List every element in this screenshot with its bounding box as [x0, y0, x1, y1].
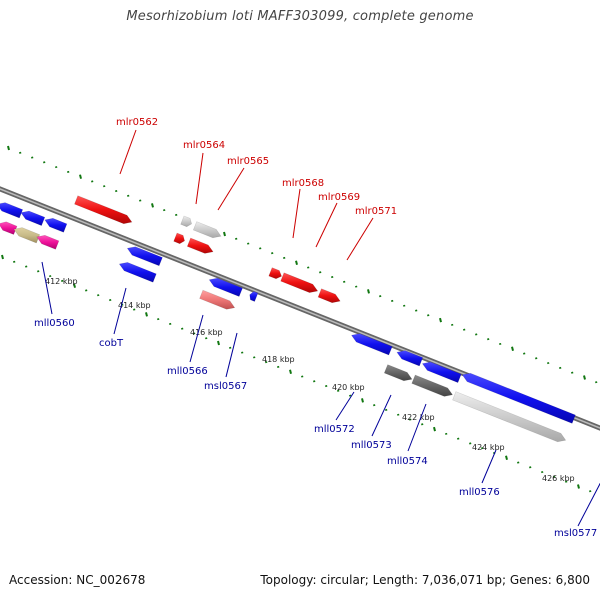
- gene-mlr0569[interactable]: [280, 272, 319, 293]
- gene-mlr0571[interactable]: [317, 288, 341, 304]
- gene-mll0574a[interactable]: [421, 361, 462, 383]
- gene-mll0574[interactable]: [411, 374, 454, 397]
- major-tick: [583, 375, 586, 380]
- gene-label-mll0574[interactable]: mll0574: [387, 456, 428, 467]
- major-tick: [439, 317, 442, 323]
- gene-glyphs-layer: [0, 195, 576, 443]
- scale-label-414: 414 kbp: [118, 301, 151, 310]
- gene-label-mlr0571[interactable]: mlr0571: [355, 206, 397, 217]
- gene-mll0573a[interactable]: [396, 350, 424, 367]
- gene-label-mll0560[interactable]: mll0560: [34, 318, 75, 329]
- gene-mlr0566f[interactable]: [186, 237, 214, 254]
- gene-label-msl0577[interactable]: msl0577: [554, 528, 597, 539]
- gene-mll0560o[interactable]: [13, 227, 41, 244]
- callout-mlr0562: [119, 129, 137, 175]
- callout-mlr0565: [217, 167, 245, 211]
- callout-mlr0571: [346, 217, 374, 261]
- gene-cobT-a[interactable]: [126, 246, 163, 267]
- callout-mlr0569: [315, 202, 338, 248]
- gene-mlr0568[interactable]: [268, 267, 282, 280]
- gene-mll0566[interactable]: [208, 277, 243, 297]
- gene-mll0560a[interactable]: [44, 217, 68, 233]
- scale-label-412: 412 kbp: [45, 277, 78, 286]
- callout-mll0573: [371, 394, 392, 437]
- callout-mll0576: [481, 449, 497, 484]
- major-tick: [1, 254, 4, 260]
- gene-mll0572[interactable]: [350, 333, 393, 356]
- callout-mll0560: [41, 261, 53, 315]
- gene-mll0576[interactable]: [461, 372, 576, 424]
- gene-mlr0565[interactable]: [192, 221, 222, 239]
- major-tick: [295, 260, 298, 265]
- major-tick: [289, 369, 292, 374]
- gene-mll0560m[interactable]: [36, 234, 60, 250]
- gene-mll0573[interactable]: [383, 364, 413, 382]
- gene-label-msl0567[interactable]: msl0567: [204, 381, 247, 392]
- gene-mll0559[interactable]: [20, 210, 46, 226]
- reverse-strand-tick-track: [1, 254, 592, 493]
- major-tick: [223, 231, 226, 237]
- gene-msl0567[interactable]: [199, 289, 236, 310]
- gene-label-mlr0565[interactable]: mlr0565: [227, 156, 269, 167]
- callout-msl0577: [577, 482, 600, 527]
- major-tick: [511, 346, 514, 352]
- gene-mlr0562[interactable]: [74, 195, 133, 225]
- accession-text: Accession: NC_002678: [9, 573, 146, 587]
- major-tick: [7, 145, 10, 151]
- major-tick: [505, 455, 508, 461]
- major-tick: [577, 484, 580, 489]
- major-tick: [433, 426, 436, 432]
- scale-label-416: 416 kbp: [190, 328, 223, 337]
- forward-gene-callouts: [119, 129, 374, 261]
- gene-mlr0564a[interactable]: [180, 215, 192, 228]
- scale-label-424: 424 kbp: [472, 443, 505, 452]
- gene-label-mlr0562[interactable]: mlr0562: [116, 117, 158, 128]
- topology-text: Topology: circular; Length: 7,036,071 bp…: [260, 573, 590, 587]
- gene-cobT[interactable]: [118, 262, 157, 283]
- gene-label-mll0566[interactable]: mll0566: [167, 366, 208, 377]
- callout-mll0572: [335, 391, 355, 421]
- scale-labels: 412 kbp 414 kbp 416 kbp 418 kbp 420 kbp …: [45, 277, 575, 483]
- callout-mlr0564: [195, 152, 204, 205]
- reverse-gene-labels: mll0560 cobT mll0566 msl0567 mll0572 mll…: [34, 318, 597, 539]
- gene-label-mlr0568[interactable]: mlr0568: [282, 178, 324, 189]
- callout-mlr0568: [292, 188, 301, 239]
- gene-label-mlr0569[interactable]: mlr0569: [318, 192, 360, 203]
- forward-gene-labels: mlr0562 mlr0564 mlr0565 mlr0568 mlr0569 …: [116, 117, 397, 217]
- major-tick: [145, 312, 148, 317]
- major-tick: [217, 340, 220, 346]
- major-tick: [79, 174, 82, 179]
- scale-label-422: 422 kbp: [402, 413, 435, 422]
- gene-label-mll0576[interactable]: mll0576: [459, 487, 500, 498]
- major-tick: [367, 289, 370, 294]
- gene-label-cobT[interactable]: cobT: [99, 338, 124, 349]
- forward-strand-tick-track: [7, 145, 598, 384]
- gene-mll0558[interactable]: [0, 202, 24, 219]
- gene-label-mll0573[interactable]: mll0573: [351, 440, 392, 451]
- gene-msl0577[interactable]: [452, 391, 567, 443]
- gene-label-mlr0564[interactable]: mlr0564: [183, 140, 225, 151]
- major-tick: [151, 203, 154, 208]
- major-tick: [73, 283, 76, 288]
- callout-msl0567: [225, 332, 238, 378]
- gene-mll0559m[interactable]: [0, 221, 18, 235]
- gene-mlr0564b[interactable]: [173, 232, 185, 245]
- gene-msl0567a[interactable]: [249, 291, 259, 302]
- scale-label-426: 426 kbp: [542, 474, 575, 483]
- major-tick: [361, 398, 364, 403]
- scale-label-418: 418 kbp: [262, 355, 295, 364]
- callout-mll0566: [189, 314, 204, 363]
- callout-cobT: [113, 287, 127, 335]
- callout-mll0574: [407, 403, 427, 452]
- scale-label-420: 420 kbp: [332, 383, 365, 392]
- genome-title: Mesorhizobium loti MAFF303099, complete …: [126, 9, 474, 24]
- reverse-gene-callouts: [41, 261, 600, 527]
- gene-label-mll0572[interactable]: mll0572: [314, 424, 355, 435]
